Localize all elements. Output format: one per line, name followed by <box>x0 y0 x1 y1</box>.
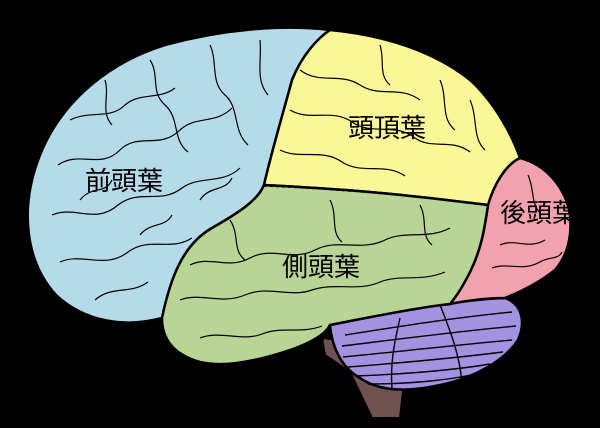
label-frontal-lobe: 前頭葉 <box>85 167 163 197</box>
parietal-gyri <box>279 44 486 177</box>
label-temporal-lobe: 側頭葉 <box>282 253 360 283</box>
cerebellum-folia <box>341 304 517 389</box>
temporal-gyri <box>179 199 451 339</box>
label-parietal-lobe: 頭頂葉 <box>348 114 426 144</box>
occipital-gyri <box>491 174 563 269</box>
parietal-temporal-boundary <box>263 185 489 206</box>
frontal-gyri <box>51 39 269 301</box>
label-occipital-lobe: 後頭葉 <box>500 199 578 229</box>
